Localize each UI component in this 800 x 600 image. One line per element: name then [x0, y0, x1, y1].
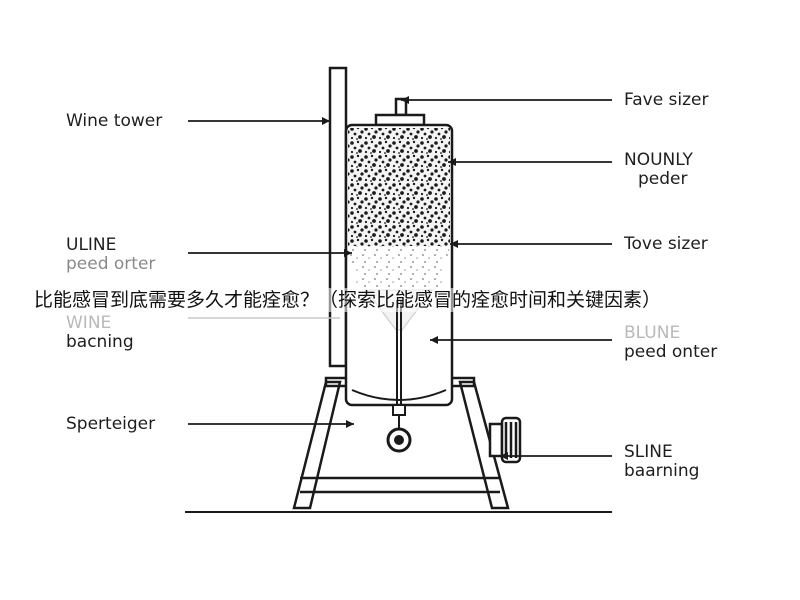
- label-wine-tower: Wine tower: [66, 112, 162, 131]
- top-cap: [374, 97, 426, 127]
- label-tove-sizer: Tove sizer: [624, 235, 708, 254]
- cone-media: [348, 246, 450, 290]
- label-sperteiger-text: Sperteiger: [66, 414, 156, 434]
- overlay-caption: 比能感冒到底需要多久才能痊愈？（探索比能感冒的痊愈时间和关键因素）: [0, 288, 800, 312]
- label-sline-baarning: SLINE baarning: [624, 443, 699, 481]
- outlet-assembly: [386, 300, 412, 453]
- label-blune-line2: peed onter: [624, 342, 718, 362]
- label-wine-bacning-line2: bacning: [66, 332, 134, 352]
- vessel: [344, 123, 454, 407]
- tower-plate: [328, 66, 348, 368]
- label-tove-sizer-text: Tove sizer: [624, 234, 708, 254]
- label-sline-line1: SLINE: [624, 442, 673, 462]
- label-wine-bacning-line1: WINE: [66, 313, 112, 333]
- label-sperteiger: Sperteiger: [66, 415, 155, 434]
- label-fave-sizer: Fave sizer: [624, 91, 709, 110]
- label-blune-peed-onter: BLUNE peed onter: [624, 324, 717, 362]
- side-knob: [488, 416, 522, 464]
- label-uline-peed-orter: ULINE peed orter: [66, 236, 155, 274]
- label-sline-line2: baarning: [624, 461, 700, 481]
- label-wine-tower-text: Wine tower: [66, 111, 163, 131]
- label-nounly-peder: NOUNLY peder: [624, 151, 693, 189]
- leader-lines: [188, 96, 612, 460]
- label-nounly-line1: NOUNLY: [624, 150, 693, 170]
- label-uline-line2: peed orter: [66, 254, 156, 274]
- label-nounly-line2: peder: [638, 169, 688, 189]
- label-fave-sizer-text: Fave sizer: [624, 90, 709, 110]
- label-wine-bacning: WINE bacning: [66, 314, 134, 352]
- filter-media: [348, 128, 450, 246]
- label-blune-line1: BLUNE: [624, 323, 681, 343]
- label-uline-line1: ULINE: [66, 235, 117, 255]
